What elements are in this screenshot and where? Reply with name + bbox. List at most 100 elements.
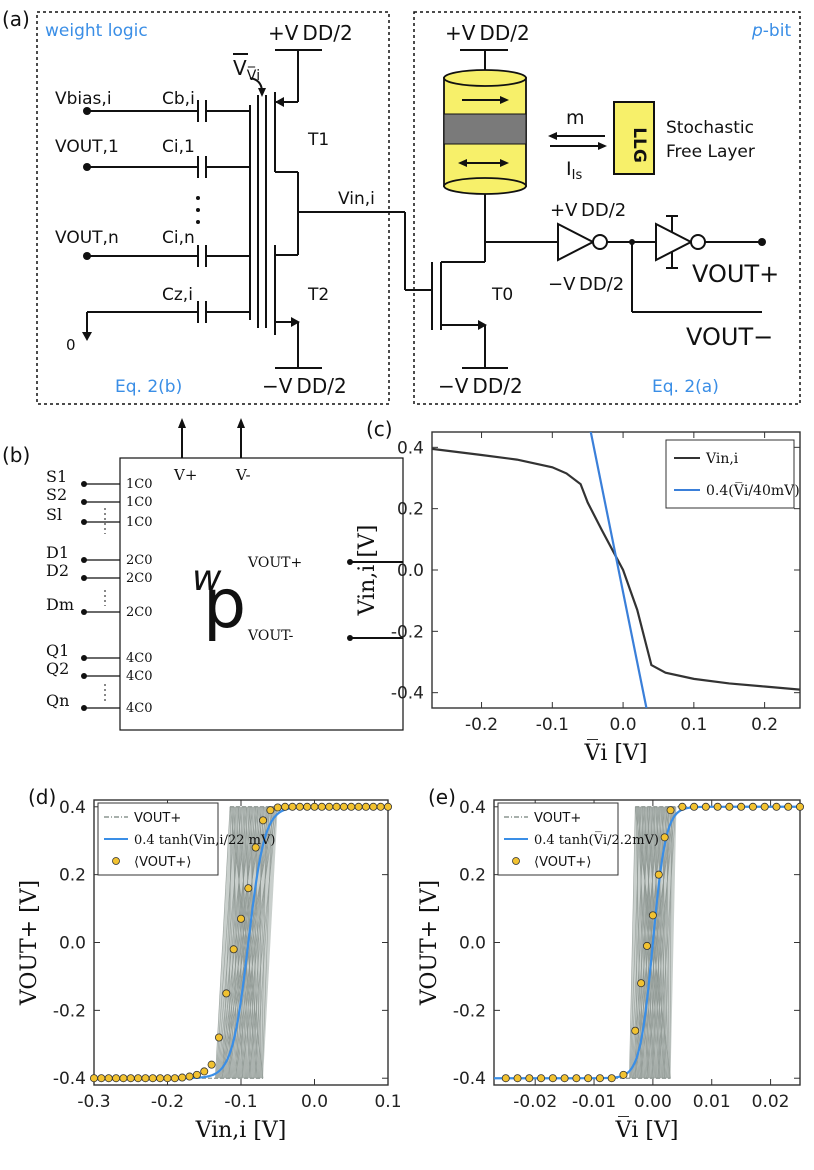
- vdd-pos-left: +V DD/2: [268, 21, 353, 45]
- input-rows: Vbias,i Cb,i VOUT,1 Ci,1 VOUT,n Ci,n: [55, 89, 250, 354]
- mean-point: [501, 1074, 510, 1083]
- x-tick-label: -0.1: [224, 1092, 257, 1112]
- band-trace: [234, 806, 251, 1079]
- mean-point: [737, 802, 746, 811]
- y-tick-label: -0.2: [53, 1001, 86, 1021]
- mean-point: [185, 1072, 194, 1081]
- legend-swatch: [512, 857, 520, 865]
- pin-cap: 4C0: [126, 701, 153, 716]
- mean-point: [163, 1074, 172, 1083]
- band-trace: [648, 806, 662, 1079]
- free-layer-label: Free Layer: [666, 142, 755, 162]
- band-trace: [228, 806, 232, 1079]
- mean-point: [222, 989, 231, 998]
- panel-a-label: (a): [2, 7, 30, 31]
- llg-label: LLG: [629, 127, 649, 163]
- panel-label: (c): [366, 417, 393, 441]
- mean-point: [229, 945, 238, 954]
- y-tick-label: 0.4: [397, 438, 424, 458]
- legend-entry: 0.4 tanh(Vin,i/22 mV): [134, 833, 275, 848]
- mean-point: [310, 802, 319, 811]
- weight-logic-label: weight logic: [45, 21, 148, 41]
- mean-point: [648, 911, 657, 920]
- y-tick-label: 0.0: [397, 561, 424, 581]
- y-tick-label: 0.2: [59, 866, 86, 886]
- mean-point: [317, 802, 326, 811]
- mtj-stack: [443, 69, 527, 195]
- y-axis-label: VOUT+ [V]: [17, 880, 42, 1006]
- mean-point: [619, 1070, 628, 1079]
- pin-cap: 4C0: [126, 651, 153, 666]
- series-linear-fit: [589, 432, 648, 708]
- symbol-w: w: [192, 558, 222, 599]
- pbit-box: [413, 11, 801, 405]
- pin-voutplus: VOUT+: [247, 555, 302, 571]
- band-trace: [636, 806, 654, 1079]
- symbol-p: p: [203, 565, 246, 644]
- pin-dot: [81, 519, 87, 525]
- band-trace: [261, 806, 273, 1079]
- mean-point: [760, 802, 769, 811]
- vout-pos-label: VOUT+: [692, 260, 779, 288]
- pin-cap: 2C0: [126, 571, 153, 586]
- legend: VOUT+0.4 tanh(Vin,i/22 mV)⟨VOUT+⟩: [97, 802, 275, 876]
- legend-entry: ⟨VOUT+⟩: [534, 855, 591, 870]
- mean-point: [584, 1074, 593, 1083]
- mean-point: [376, 802, 385, 811]
- panel-label: (e): [428, 785, 456, 809]
- band-trace: [639, 806, 660, 1079]
- mean-point: [259, 816, 268, 825]
- mean-point: [90, 1074, 99, 1083]
- cap-cb: Cb,i: [162, 89, 195, 109]
- legend-entry: VOUT+: [534, 811, 581, 826]
- mean-point: [134, 1074, 143, 1083]
- mean-point: [207, 1060, 216, 1069]
- band-trace: [666, 806, 670, 1079]
- pin-label: D1: [46, 543, 69, 562]
- y-tick-label: -0.2: [391, 622, 424, 642]
- mean-point: [303, 802, 312, 811]
- y-axis-label: Vin,i [V]: [355, 525, 380, 617]
- y-tick-label: 0.2: [459, 866, 486, 886]
- pin-cap: 2C0: [126, 553, 153, 568]
- band-trace: [229, 806, 264, 1079]
- mean-point: [513, 1074, 522, 1083]
- weight-logic-box: [36, 11, 390, 405]
- band-trace: [635, 806, 642, 1079]
- mean-point: [354, 802, 363, 811]
- mean-point: [178, 1073, 187, 1082]
- mean-point: [339, 802, 348, 811]
- mean-point: [654, 870, 663, 879]
- band-trace: [244, 806, 249, 1079]
- mean-point: [281, 802, 290, 811]
- mean-point: [126, 1074, 135, 1083]
- t0-label: T0: [491, 285, 513, 305]
- x-tick-label: 0.02: [752, 1092, 790, 1112]
- mean-point: [713, 802, 722, 811]
- stochastic-label: Stochastic: [666, 118, 754, 138]
- y-tick-label: 0.4: [59, 798, 86, 818]
- pin-label: Q2: [46, 659, 69, 678]
- pbit-symbol-box: [119, 457, 404, 731]
- inv-vdd-pos: +V DD/2: [550, 200, 626, 221]
- y-tick-label: 0.4: [459, 798, 486, 818]
- pin-label: Q1: [46, 641, 69, 660]
- vdd-pos-right: +V DD/2: [445, 21, 530, 45]
- mean-point: [200, 1067, 209, 1076]
- pin-label: S1: [46, 467, 67, 486]
- mean-point: [148, 1074, 157, 1083]
- llg-box: [613, 101, 655, 175]
- panel-b-label: (b): [2, 443, 30, 467]
- band-trace: [242, 806, 245, 1079]
- mean-point: [548, 1074, 557, 1083]
- legend-entry: ⟨VOUT+⟩: [134, 855, 191, 870]
- legend-entry: 0.4 tanh(V̅i/2.2mV): [534, 832, 659, 848]
- mean-point: [332, 802, 341, 811]
- pin-vminus: V-: [235, 466, 251, 484]
- mean-point: [643, 941, 652, 950]
